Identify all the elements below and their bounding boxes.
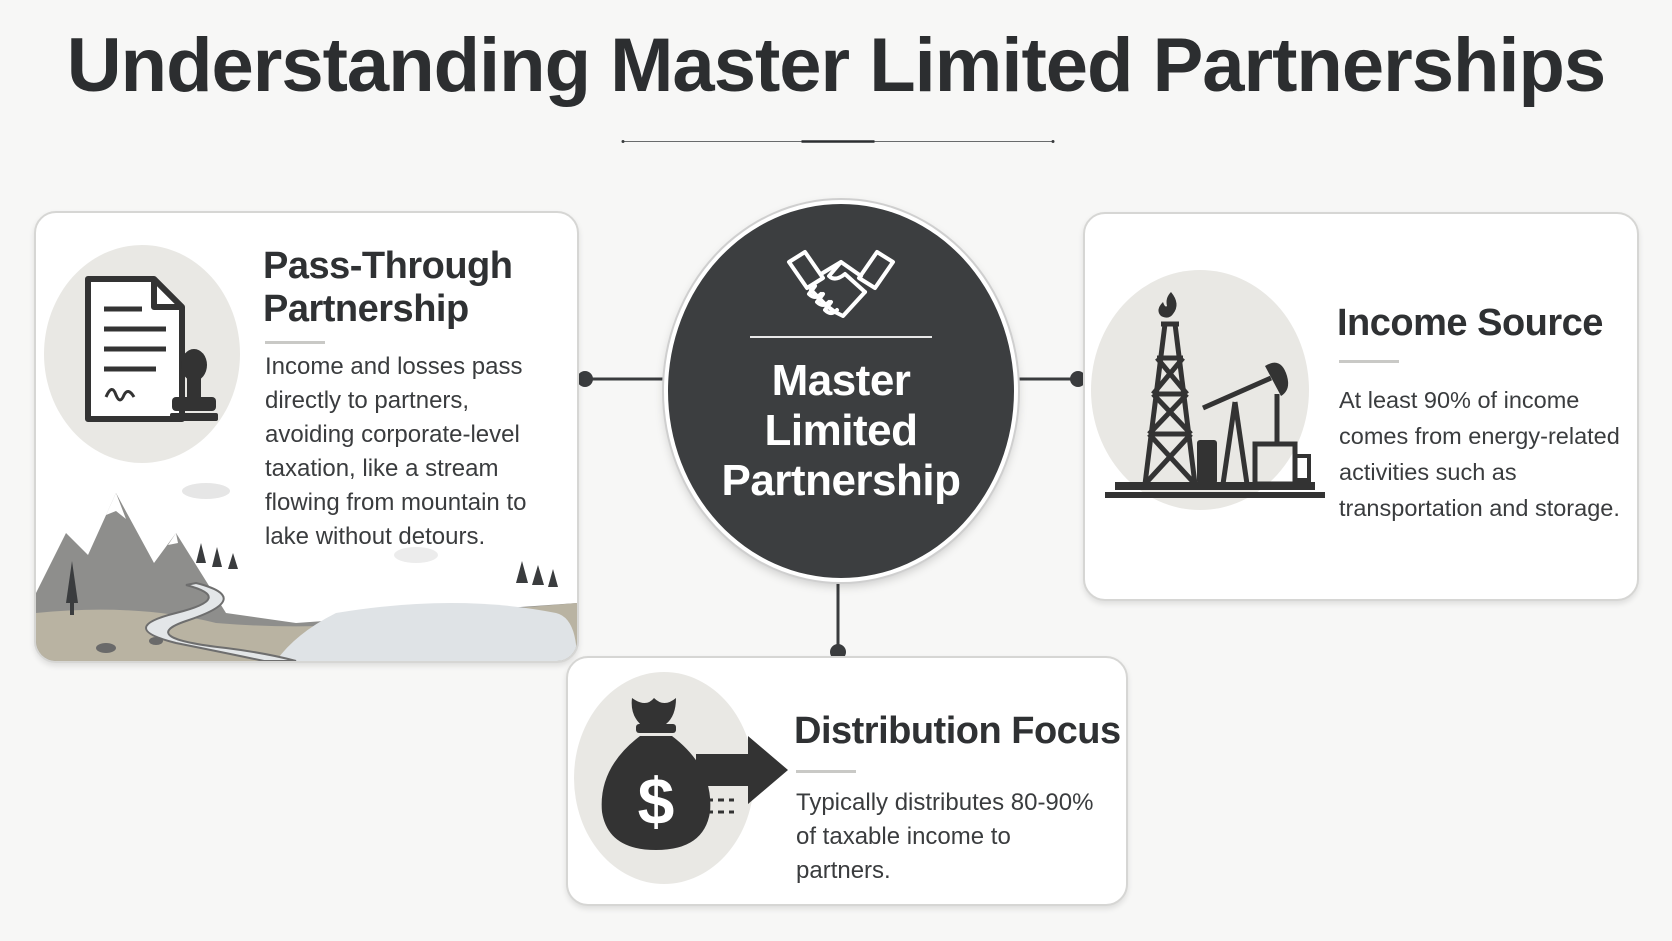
arrow-right-icon xyxy=(696,736,788,814)
page-title: Understanding Master Limited Partnership… xyxy=(66,23,1606,108)
document-stamp-icon xyxy=(85,276,218,422)
card-heading: Pass-Through Partnership xyxy=(263,245,513,330)
pass-through-card: Pass-Through Partnership Income and loss… xyxy=(34,211,579,663)
master-limited-partnership-hub: Master Limited Partnership xyxy=(664,200,1018,582)
handshake-icon xyxy=(787,250,895,318)
svg-text:$: $ xyxy=(638,764,675,838)
card-heading: Income Source xyxy=(1337,302,1603,344)
card-heading: Distribution Focus xyxy=(794,710,1121,752)
income-source-card: Income Source At least 90% of income com… xyxy=(1083,212,1639,601)
oil-derrick-icon xyxy=(1105,292,1325,498)
distribution-focus-card: $ Distribution Focus Typically distribut… xyxy=(566,656,1128,906)
card-description: At least 90% of income comes from energy… xyxy=(1339,387,1620,521)
mountain-stream-illustration xyxy=(36,483,577,661)
title-divider xyxy=(621,140,1055,143)
card-description: Typically distributes 80-90% of taxable … xyxy=(796,789,1094,884)
card-description: Income and losses pass directly to partn… xyxy=(265,353,527,550)
hub-label: Master Limited Partnership xyxy=(721,356,961,505)
money-bag-icon: $ xyxy=(601,698,711,850)
